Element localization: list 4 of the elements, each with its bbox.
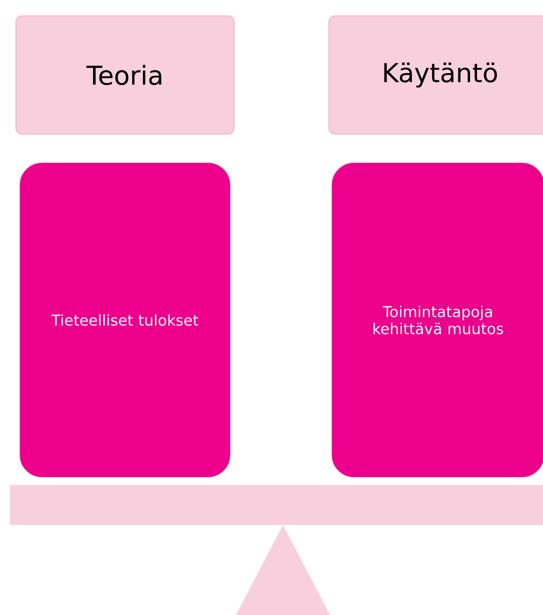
heading-box: Teoria	[15, 15, 235, 135]
heading-box: Käytäntö	[328, 15, 543, 135]
content-box: Toimintatapoja kehittävä muutos	[332, 162, 543, 478]
content-box: Tieteelliset tulokset	[20, 162, 230, 478]
